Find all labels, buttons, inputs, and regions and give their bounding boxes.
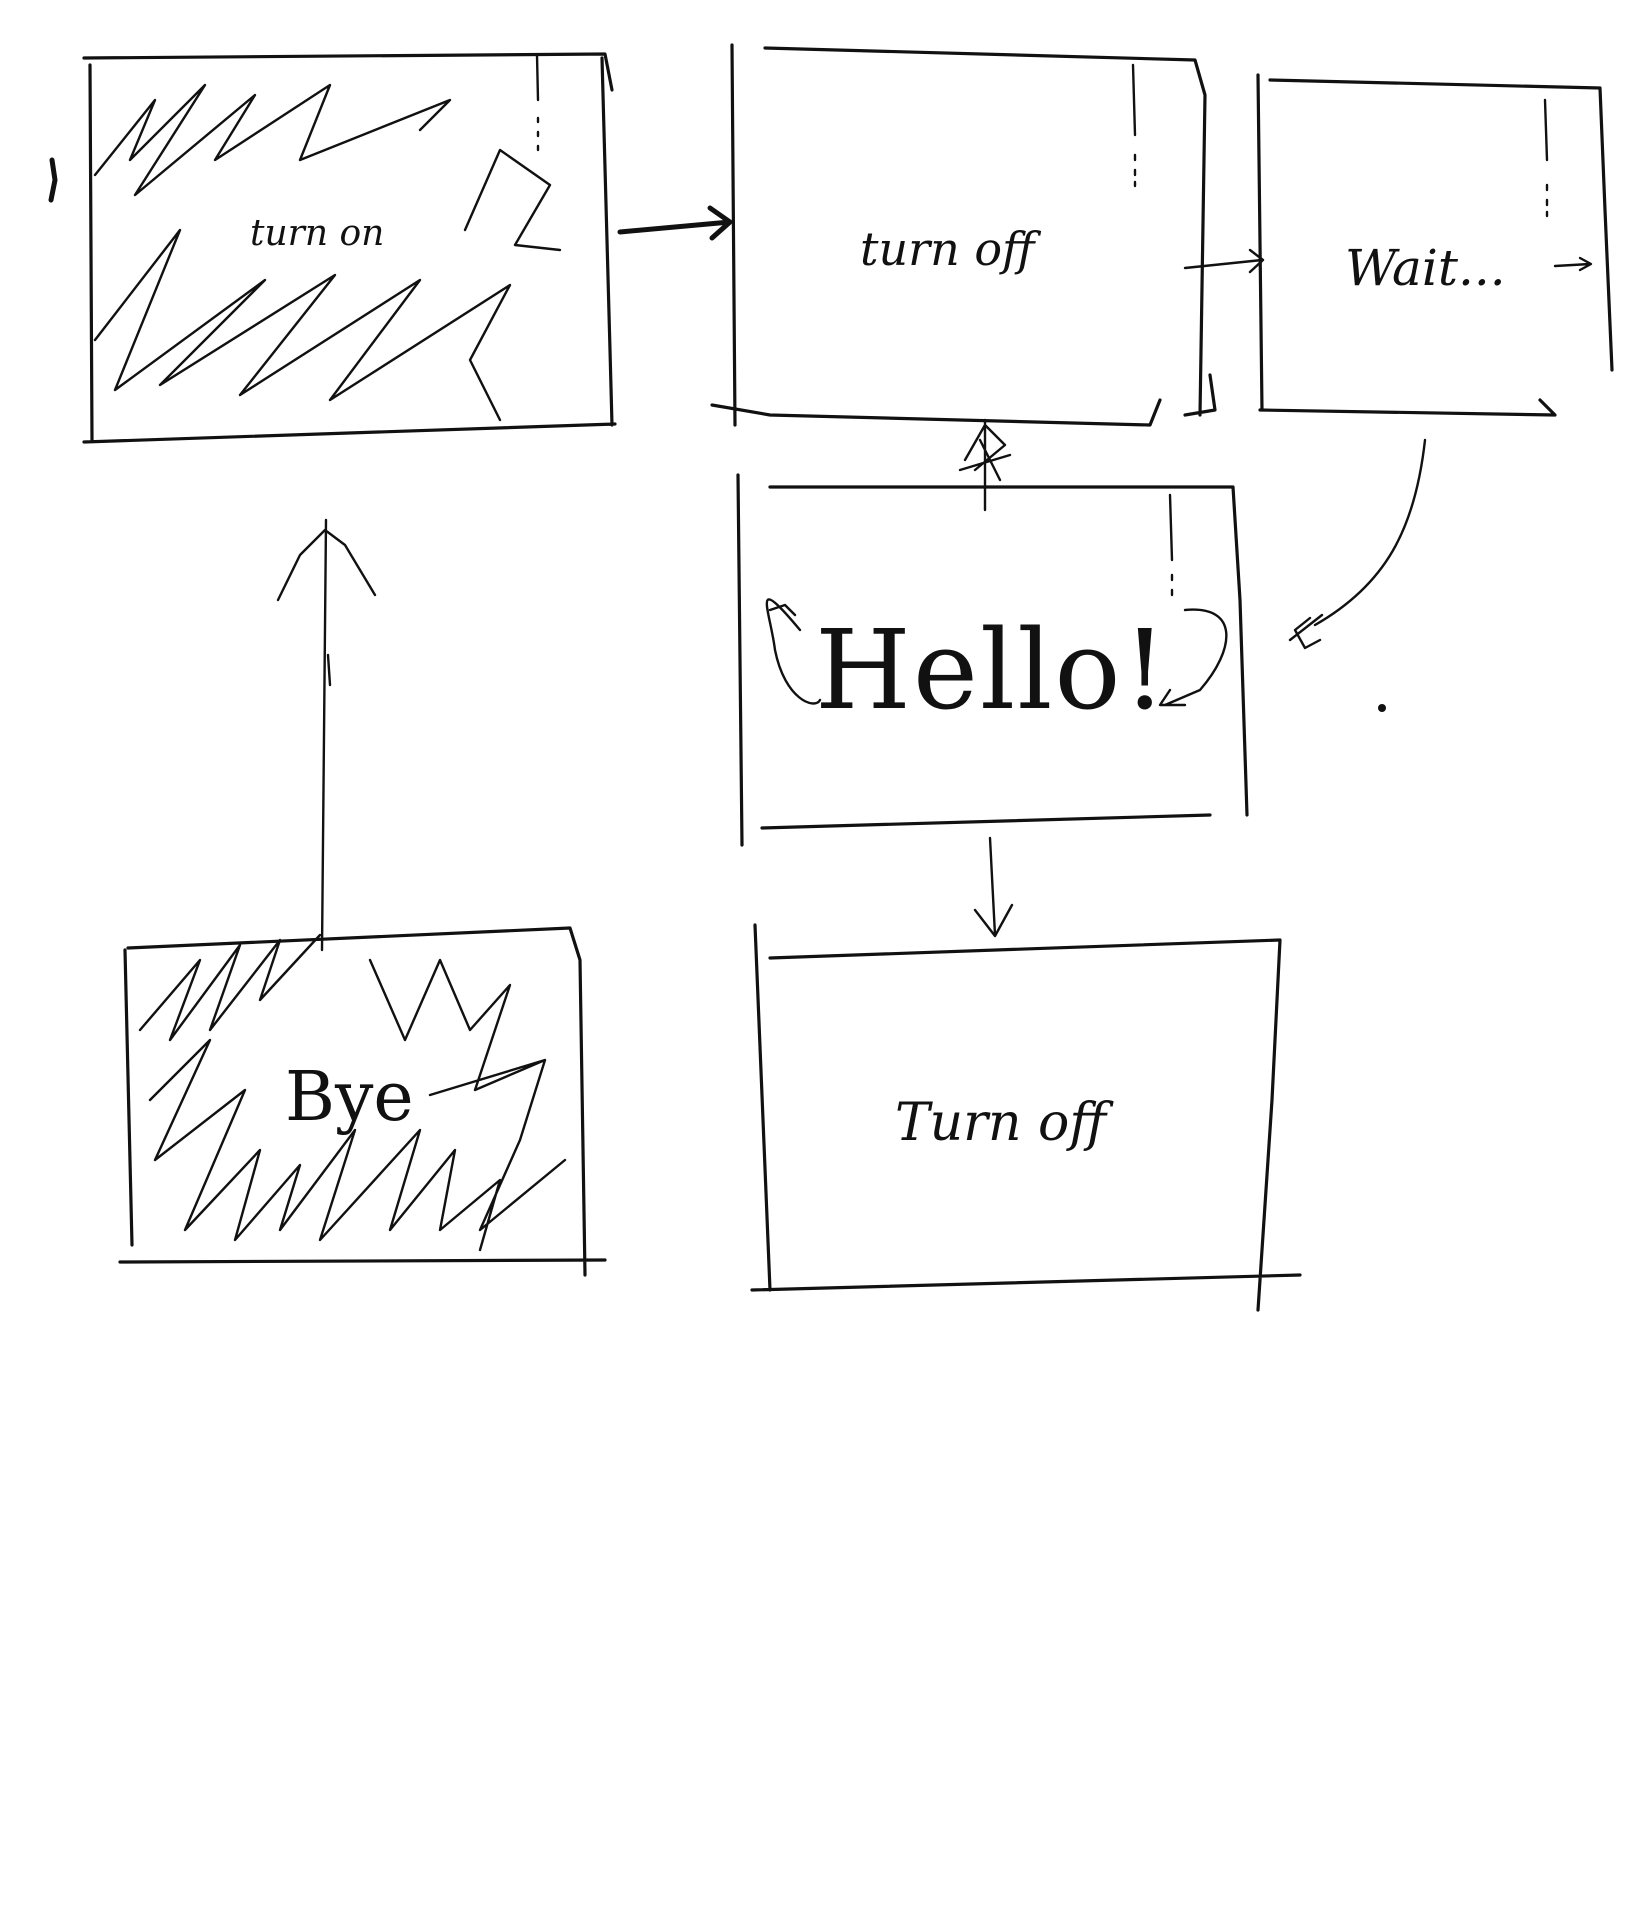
node-turn-off-top-kebab-icon xyxy=(1131,63,1137,188)
node-turn-on-label: turn on xyxy=(250,213,384,254)
edge-turn-off-top-to-wait xyxy=(1183,248,1265,274)
node-turn-on[interactable]: turn on xyxy=(48,52,617,444)
node-wait-frame xyxy=(1256,73,1614,417)
node-turn-off-bottom[interactable]: Turn off xyxy=(750,923,1302,1312)
node-turn-on-kebab-icon xyxy=(535,53,540,152)
node-wait-kebab-icon xyxy=(1543,98,1549,218)
edge-hello-to-turn-off-bottom xyxy=(973,836,1014,938)
node-wait-label: Wait... xyxy=(1345,239,1506,297)
node-turn-off-bottom-label: Turn off xyxy=(895,1093,1114,1153)
node-hello-kebab-icon xyxy=(1168,493,1174,597)
node-turn-on-hatching xyxy=(93,83,562,422)
node-bye-frame xyxy=(118,926,607,1277)
node-hello-label: Hello! xyxy=(815,606,1169,734)
edge-turn-off-top-to-hello xyxy=(958,418,1012,512)
node-hello-loop-arrow-right xyxy=(1158,608,1228,707)
node-bye-label: Bye xyxy=(285,1058,414,1137)
edge-wait-to-hello xyxy=(1288,438,1427,650)
node-turn-off-top[interactable]: turn off xyxy=(710,43,1217,427)
stray-dot xyxy=(1378,704,1386,712)
node-turn-off-top-label: turn off xyxy=(860,222,1042,276)
node-turn-off-top-frame xyxy=(710,43,1217,427)
edge-bye-to-turn-on xyxy=(276,518,377,952)
edges xyxy=(276,205,1593,952)
edge-wait-out-arrow xyxy=(1553,256,1593,272)
node-hello-frame xyxy=(736,473,1249,847)
node-turn-on-tick-mark xyxy=(48,157,58,203)
node-bye-hatching xyxy=(138,933,567,1252)
node-wait[interactable]: Wait... xyxy=(1256,73,1614,417)
edge-turn-on-to-turn-off-top xyxy=(617,205,733,241)
node-turn-off-bottom-frame xyxy=(750,923,1302,1312)
node-hello-loop-arrow-left xyxy=(765,598,822,705)
node-bye[interactable]: Bye xyxy=(118,926,607,1277)
node-hello[interactable]: Hello! xyxy=(736,473,1249,847)
node-turn-on-frame xyxy=(82,52,617,444)
